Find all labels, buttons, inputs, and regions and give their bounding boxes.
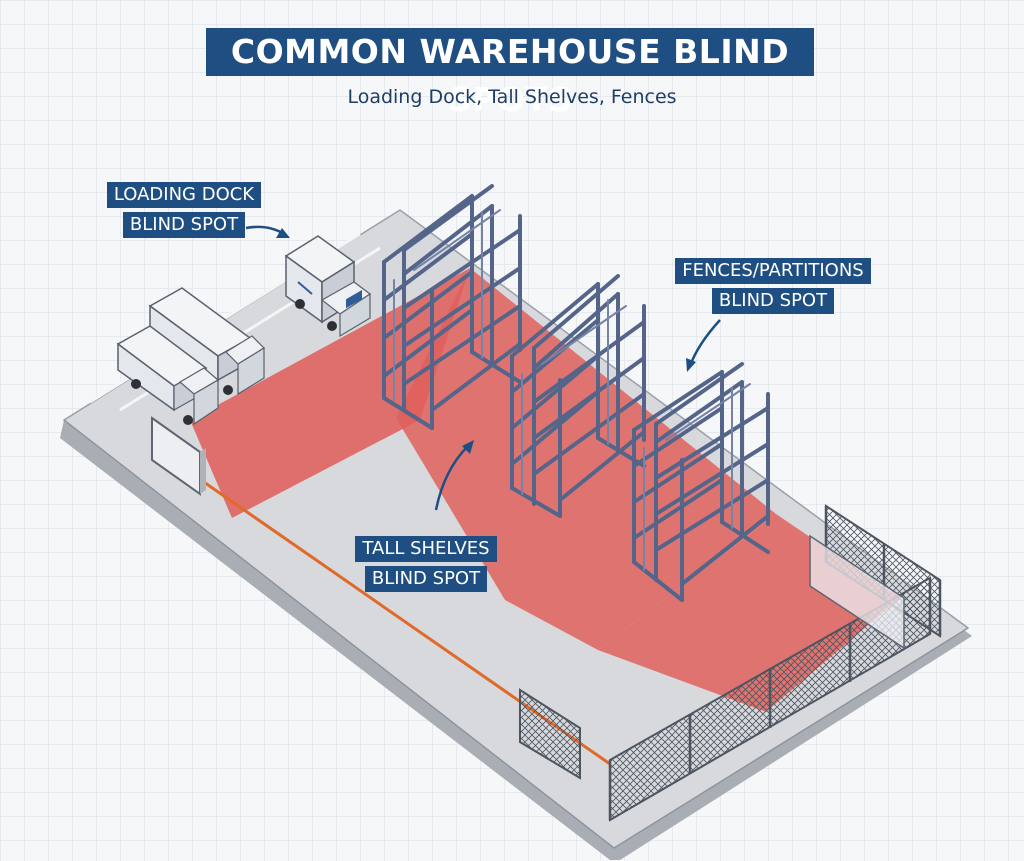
truck-rear <box>284 235 372 338</box>
truck-middle <box>148 287 265 396</box>
fences-callout-line1: FENCES/PARTITIONS <box>675 258 871 284</box>
fences-callout: FENCES/PARTITIONS BLIND SPOT <box>668 256 878 316</box>
fences-callout-line2: BLIND SPOT <box>711 288 835 314</box>
loading-dock-callout-line2: BLIND SPOT <box>122 212 246 238</box>
side-fence <box>809 504 942 650</box>
tall-shelves-arrow <box>434 440 474 511</box>
loading-dock-blind-zone <box>190 268 470 518</box>
page-title: COMMON WAREHOUSE BLIND SPOTS <box>206 28 814 119</box>
truck-front <box>116 325 220 426</box>
rack-row-2 <box>510 274 646 518</box>
fences-arrow <box>686 319 721 372</box>
tall-shelves-callout: TALL SHELVES BLIND SPOT <box>346 534 506 594</box>
dock-partition-panel <box>151 416 206 496</box>
loading-dock-arrow <box>245 225 290 238</box>
tall-shelves-callout-line2: BLIND SPOT <box>364 566 488 592</box>
tall-shelves-callout-line1: TALL SHELVES <box>355 536 497 562</box>
page-subtitle: Loading Dock, Tall Shelves, Fences <box>347 86 677 108</box>
loading-dock-callout-line1: LOADING DOCK <box>106 182 262 208</box>
rack-row-3 <box>632 362 770 602</box>
loading-dock-callout: LOADING DOCK BLIND SPOT <box>104 180 264 240</box>
front-fence <box>519 576 932 822</box>
